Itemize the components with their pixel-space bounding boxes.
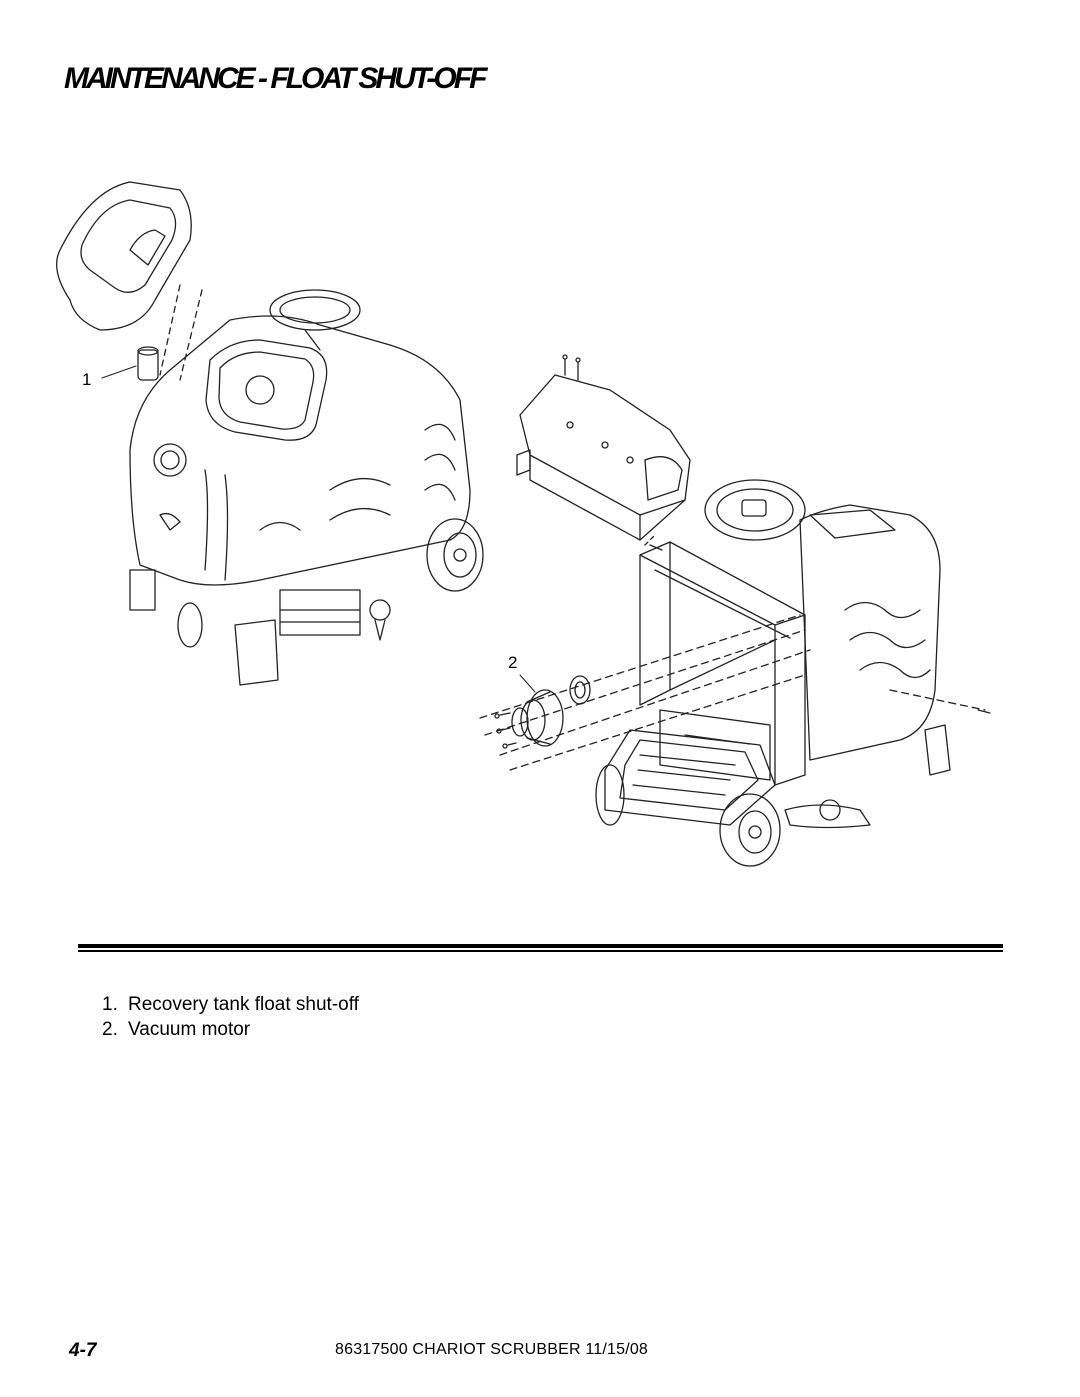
document-info: 86317500 CHARIOT SCRUBBER 11/15/08 <box>335 1341 649 1358</box>
divider-rule-thin <box>78 950 1003 952</box>
callout-2-label: 2 <box>508 653 517 672</box>
parts-legend: 1. Recovery tank float shut-off 2. Vacuu… <box>102 992 359 1042</box>
legend-text: Vacuum motor <box>128 1018 251 1040</box>
divider-rule <box>78 944 1003 948</box>
legend-number: 2. <box>102 1018 118 1040</box>
legend-item: 1. Recovery tank float shut-off <box>102 992 359 1017</box>
legend-item: 2. Vacuum motor <box>102 1017 359 1042</box>
legend-text: Recovery tank float shut-off <box>128 993 359 1015</box>
left-machine-drawing <box>56 181 484 686</box>
page-number: 4-7 <box>69 1340 97 1361</box>
control-box-drawing <box>516 354 691 541</box>
right-machine-drawing <box>479 479 991 867</box>
exploded-parts-diagram: 1 2 <box>56 181 991 867</box>
page-title: MAINTENANCE - FLOAT SHUT-OFF <box>64 62 487 95</box>
legend-number: 1. <box>102 993 118 1015</box>
callout-1-label: 1 <box>82 370 91 389</box>
